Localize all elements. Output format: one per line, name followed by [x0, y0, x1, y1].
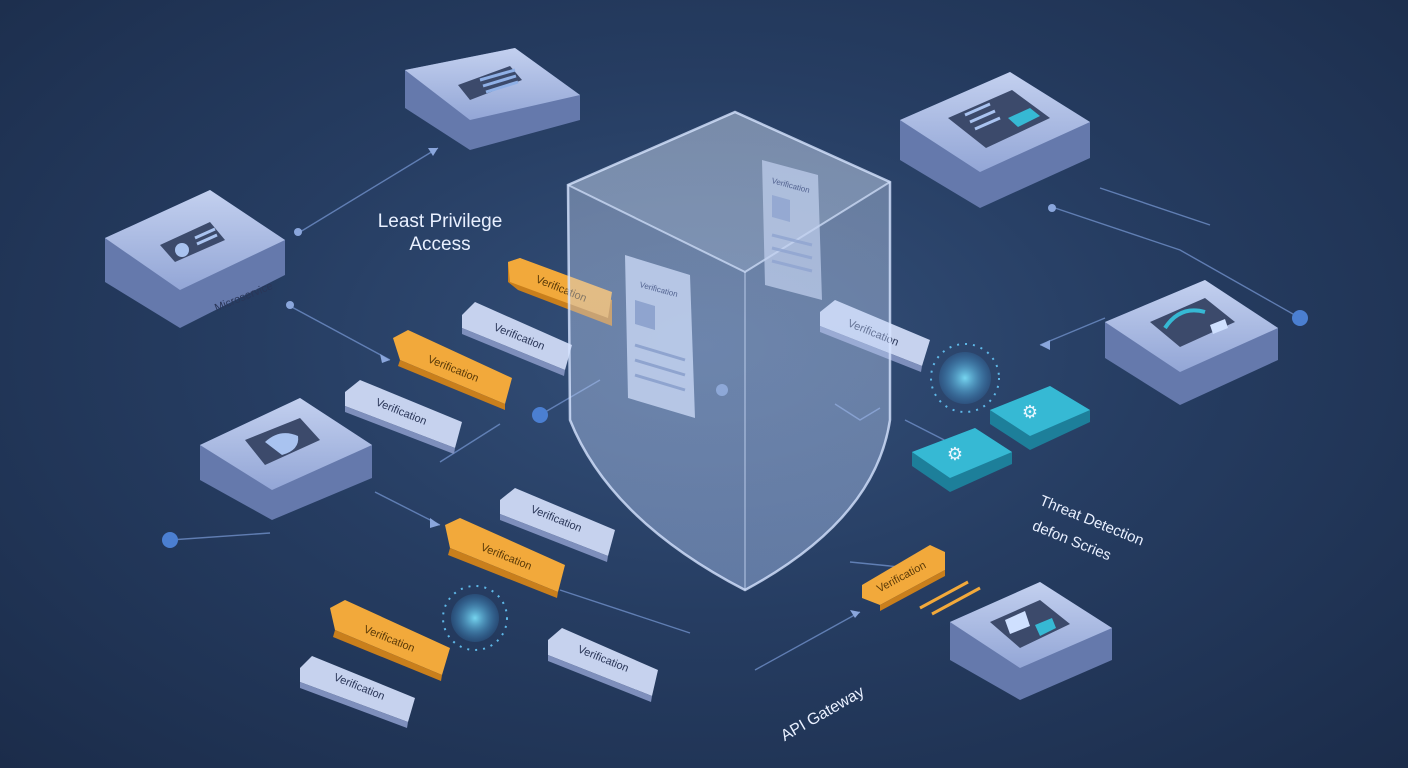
document-icon: Verification [762, 160, 822, 300]
hand-shield-icon [245, 418, 320, 465]
least-privilege-label-line1: Least Privilege [378, 211, 503, 232]
particle-burst-icon [930, 343, 1000, 413]
least-privilege-label-line2: Access [409, 234, 470, 255]
dashboard-icon [948, 90, 1050, 148]
node-right[interactable] [1105, 280, 1278, 405]
node-top-right[interactable] [900, 72, 1090, 208]
node-microservice[interactable]: Microservice [105, 190, 285, 328]
tag-light-2[interactable]: Verification [345, 380, 462, 454]
tag-orange-5[interactable]: Verification [862, 545, 981, 616]
tag-orange-4[interactable]: Verification [330, 600, 450, 681]
gear-tile-2[interactable]: ⚙ [912, 428, 1012, 492]
node-top-left[interactable] [405, 48, 580, 150]
microservice-icon [160, 222, 225, 262]
tag-light-4[interactable]: Verification [548, 628, 658, 702]
gear-icon: ⚙ [947, 444, 963, 464]
network-icon [1150, 298, 1235, 347]
node-bottom-right[interactable] [950, 582, 1112, 700]
node-mid-left[interactable] [200, 398, 372, 520]
api-gateway-label: API Gateway [778, 683, 867, 744]
monitor-icon [990, 600, 1070, 648]
document-icon: Verification [625, 255, 695, 418]
tag-orange-2[interactable]: Verification [393, 330, 512, 410]
tag-orange-3[interactable]: Verification [445, 518, 565, 598]
particle-burst-icon [442, 585, 508, 651]
gear-tile-1[interactable]: ⚙ [990, 386, 1090, 450]
tag-light-5[interactable]: Verification [300, 656, 415, 728]
gear-icon: ⚙ [1022, 402, 1038, 422]
server-panel-icon [458, 66, 522, 100]
shield: Verification Verification [566, 110, 892, 592]
